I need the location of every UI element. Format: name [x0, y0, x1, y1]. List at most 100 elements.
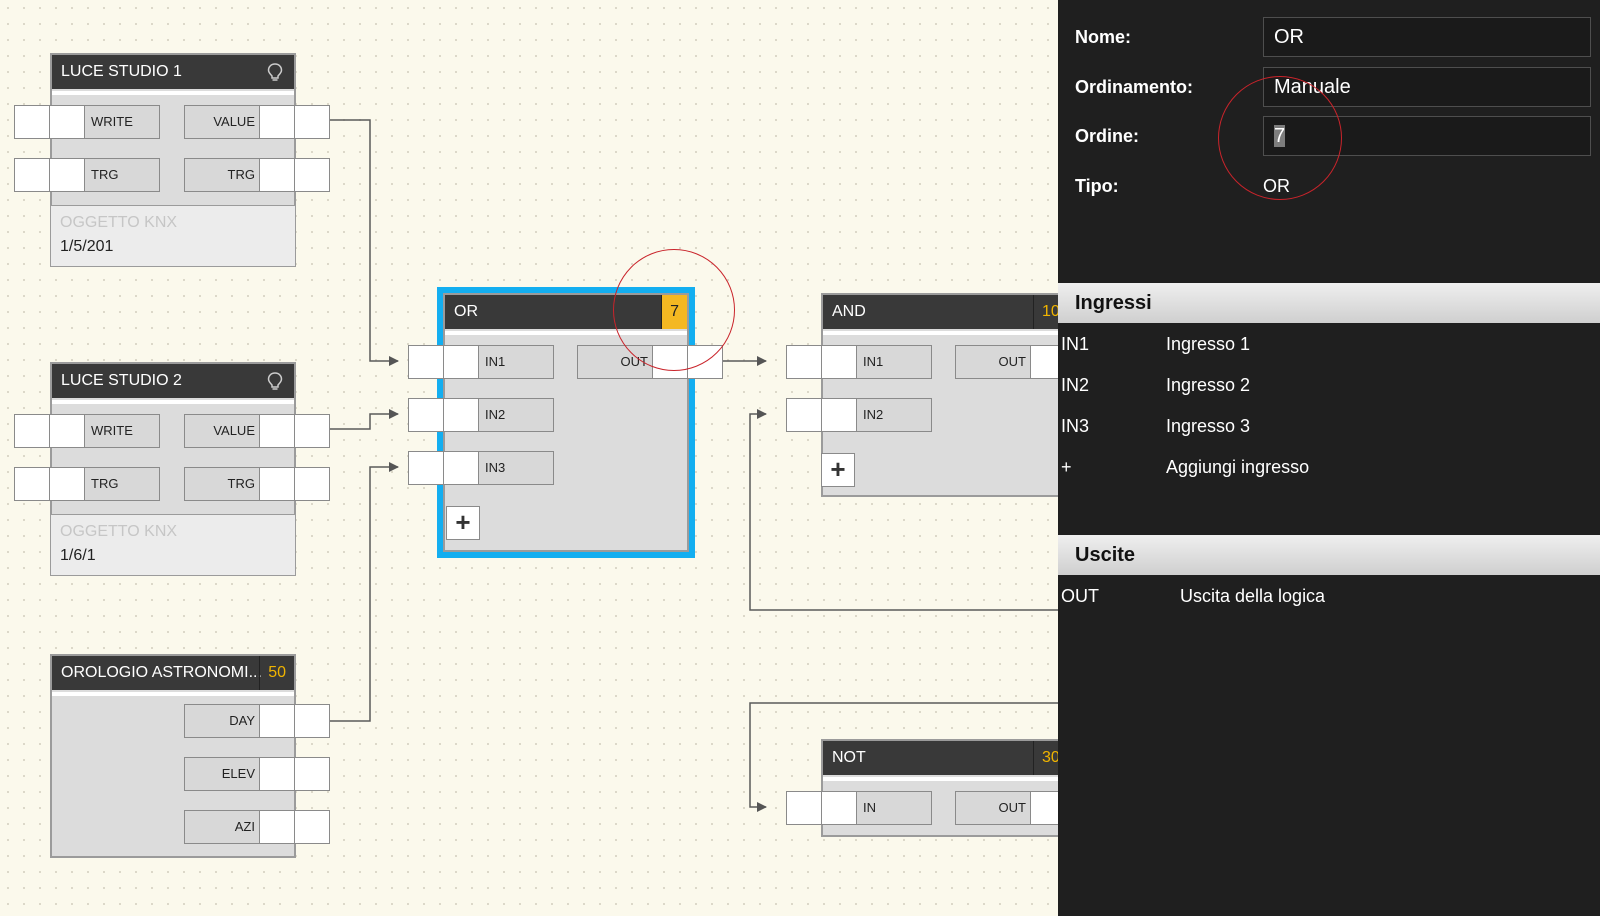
- node-title: LUCE STUDIO 2: [61, 372, 182, 389]
- port-label: IN2: [478, 398, 554, 432]
- port-connector[interactable]: [259, 414, 295, 448]
- port-connector[interactable]: [259, 810, 295, 844]
- knx-object-caption: OGGETTO KNX: [60, 523, 178, 540]
- port-out-value[interactable]: VALUE: [184, 105, 330, 139]
- port-label: DAY: [184, 704, 260, 738]
- port-connector[interactable]: [14, 467, 50, 501]
- node-divider: [445, 331, 687, 335]
- knx-object-caption: OGGETTO KNX: [60, 214, 178, 231]
- node-and[interactable]: AND 10: [821, 293, 1058, 497]
- port-connector[interactable]: [821, 345, 857, 379]
- port-label: AZI: [184, 810, 260, 844]
- port-connector[interactable]: [443, 345, 479, 379]
- port-connector[interactable]: [1030, 345, 1058, 379]
- port-connector[interactable]: [786, 398, 822, 432]
- node-header[interactable]: LUCE STUDIO 2: [52, 364, 294, 398]
- port-out-value[interactable]: VALUE: [184, 414, 330, 448]
- port-out-out[interactable]: OUT: [955, 791, 1058, 825]
- add-input-key[interactable]: +: [1061, 457, 1072, 477]
- port-connector[interactable]: [259, 757, 295, 791]
- properties-panel: Nome: OR Ordinamento: Manuale Ordine: 7 …: [1058, 0, 1600, 916]
- port-out-trg[interactable]: TRG: [184, 467, 330, 501]
- input-key: IN3: [1061, 416, 1090, 436]
- port-connector[interactable]: [408, 398, 444, 432]
- port-connector[interactable]: [294, 105, 330, 139]
- port-connector[interactable]: [821, 398, 857, 432]
- add-input-button[interactable]: +: [446, 506, 480, 540]
- port-connector[interactable]: [14, 414, 50, 448]
- node-order-badge: 50: [259, 656, 294, 690]
- port-label: WRITE: [84, 105, 160, 139]
- node-header[interactable]: OROLOGIO ASTRONOMI... 50: [52, 656, 294, 690]
- port-connector[interactable]: [14, 158, 50, 192]
- port-connector[interactable]: [294, 757, 330, 791]
- knx-object-info: OGGETTO KNX 1/5/201: [51, 205, 295, 266]
- node-header[interactable]: AND 10: [823, 295, 1058, 329]
- input-desc: Ingresso 3: [1166, 416, 1251, 436]
- port-in-in1[interactable]: IN1: [786, 345, 932, 379]
- knx-object-address: 1/5/201: [60, 238, 114, 255]
- port-connector[interactable]: [821, 791, 857, 825]
- port-connector[interactable]: [443, 398, 479, 432]
- port-connector[interactable]: [786, 345, 822, 379]
- port-label: TRG: [84, 467, 160, 501]
- port-connector[interactable]: [259, 158, 295, 192]
- port-connector[interactable]: [443, 451, 479, 485]
- port-connector[interactable]: [786, 791, 822, 825]
- port-connector[interactable]: [294, 467, 330, 501]
- port-out-azi[interactable]: AZI: [184, 810, 330, 844]
- node-divider: [52, 400, 294, 404]
- port-label: OUT: [955, 791, 1031, 825]
- node-header[interactable]: LUCE STUDIO 1: [52, 55, 294, 89]
- port-out-out[interactable]: OUT: [955, 345, 1058, 379]
- port-label: IN1: [856, 345, 932, 379]
- port-in-write[interactable]: WRITE: [14, 414, 160, 448]
- port-connector[interactable]: [408, 345, 444, 379]
- port-connector[interactable]: [408, 451, 444, 485]
- port-in-in2[interactable]: IN2: [408, 398, 554, 432]
- port-in-write[interactable]: WRITE: [14, 105, 160, 139]
- port-connector[interactable]: [294, 158, 330, 192]
- node-header[interactable]: NOT 30: [823, 741, 1058, 775]
- port-out-trg[interactable]: TRG: [184, 158, 330, 192]
- order-mode-label: Ordinamento:: [1075, 77, 1194, 97]
- port-connector[interactable]: [294, 414, 330, 448]
- port-connector[interactable]: [259, 704, 295, 738]
- port-label: OUT: [955, 345, 1031, 379]
- annotation-circle: [613, 249, 735, 371]
- port-connector[interactable]: [294, 704, 330, 738]
- logic-canvas[interactable]: LUCE STUDIO 1 WRITE VALUE TRG TRG OGGETT…: [0, 0, 1058, 916]
- port-label: TRG: [184, 467, 260, 501]
- port-out-elev[interactable]: ELEV: [184, 757, 330, 791]
- type-label: Tipo:: [1075, 176, 1119, 196]
- port-connector[interactable]: [1030, 791, 1058, 825]
- port-connector[interactable]: [259, 105, 295, 139]
- port-in-in3[interactable]: IN3: [408, 451, 554, 485]
- name-field[interactable]: OR: [1263, 17, 1591, 57]
- port-in-trg[interactable]: TRG: [14, 158, 160, 192]
- port-label: WRITE: [84, 414, 160, 448]
- port-out-day[interactable]: DAY: [184, 704, 330, 738]
- input-key: IN1: [1061, 334, 1090, 354]
- port-in-in1[interactable]: IN1: [408, 345, 554, 379]
- wire-to-and-in2: [749, 409, 1058, 611]
- add-input-link[interactable]: Aggiungi ingresso: [1166, 457, 1310, 477]
- output-desc: Uscita della logica: [1180, 586, 1326, 606]
- add-input-button[interactable]: +: [821, 453, 855, 487]
- port-in-in2[interactable]: IN2: [786, 398, 932, 432]
- bulb-icon: [267, 372, 283, 390]
- port-connector[interactable]: [49, 158, 85, 192]
- order-label: Ordine:: [1075, 126, 1140, 146]
- annotation-circle: [1218, 76, 1342, 200]
- port-connector[interactable]: [49, 105, 85, 139]
- port-connector[interactable]: [49, 414, 85, 448]
- port-in-in[interactable]: IN: [786, 791, 932, 825]
- port-connector[interactable]: [294, 810, 330, 844]
- node-title: NOT: [832, 749, 866, 766]
- port-connector[interactable]: [49, 467, 85, 501]
- port-in-trg[interactable]: TRG: [14, 467, 160, 501]
- port-connector[interactable]: [259, 467, 295, 501]
- port-connector[interactable]: [14, 105, 50, 139]
- input-desc: Ingresso 2: [1166, 375, 1251, 395]
- wire-luce1-value-to-or-in1: [328, 119, 399, 366]
